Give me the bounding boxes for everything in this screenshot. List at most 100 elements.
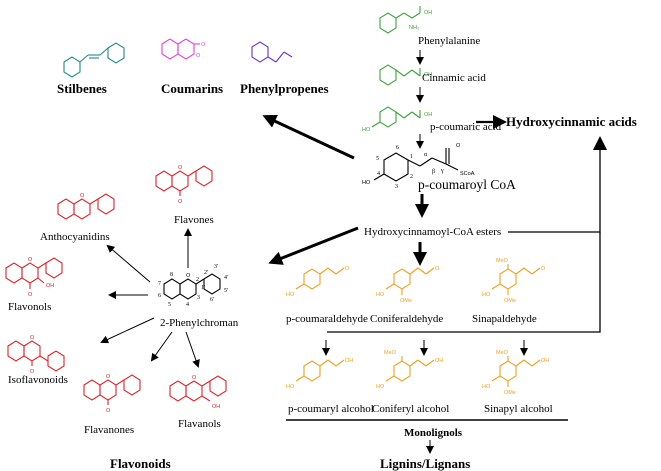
flavone-structure xyxy=(155,165,213,196)
p-coumaryl-alcohol-label: p-coumaryl alcohol xyxy=(288,403,374,415)
coa-carbonyl-o: O xyxy=(456,143,461,149)
sinapyl-ome: OMe xyxy=(504,390,516,396)
connector-esters-to-acids xyxy=(508,152,601,233)
chroman-num-5: 5 xyxy=(168,302,171,308)
phenylchroman-label: 2-Phenylchroman xyxy=(160,317,239,329)
flavonol-ring-o: O xyxy=(28,257,33,263)
flavonol-oh: OH xyxy=(46,283,54,289)
phenylchroman-structure xyxy=(163,273,221,300)
chroman-num-1p: 1' xyxy=(201,285,205,291)
coumarin-carbonyl-atom: O xyxy=(201,42,206,48)
flavonols-label: Flavonols xyxy=(8,301,51,313)
coa-num-1: 1 xyxy=(410,154,413,160)
coniferaldehyde-label: Coniferaldehyde xyxy=(370,313,443,325)
anthocyanidins-label: Anthocyanidins xyxy=(40,231,110,243)
anthocyanidin-o: O xyxy=(80,193,85,199)
sinapaldehyde-structure xyxy=(491,264,541,295)
coniferaldehyde-ome: OMe xyxy=(400,298,412,304)
chroman-num-3p: 3' xyxy=(214,264,218,270)
cinnamic-acid-label: Cinnamic acid xyxy=(422,72,486,84)
cinnamic-oh: OH xyxy=(424,72,432,78)
isoflavonoid-structure xyxy=(7,340,65,372)
chroman-num-2: 2 xyxy=(196,277,199,283)
flavanone-carbonyl-o: O xyxy=(106,408,111,414)
coumarins-label: Coumarins xyxy=(161,81,223,96)
flavanol-ring-o: O xyxy=(192,375,197,381)
chroman-num-4p: 4' xyxy=(224,275,228,281)
coniferyl-oh: OH xyxy=(435,358,443,364)
lignins-lignans-label: Lignins/Lignans xyxy=(380,456,470,471)
p-coumaryl-alcohol-structure xyxy=(295,359,345,382)
cinnamic-acid-structure xyxy=(379,64,421,86)
coa-alpha: α xyxy=(424,152,428,158)
arrow-coa-to-branches xyxy=(262,114,355,160)
sinapyl-oh: OH xyxy=(541,358,549,364)
chroman-num-3: 3 xyxy=(197,295,200,301)
flavonol-carbonyl-o: O xyxy=(28,292,33,298)
coniferyl-alcohol-label: Coniferyl alcohol xyxy=(372,403,449,415)
chroman-num-2p: 2' xyxy=(204,270,208,276)
coniferaldehyde-ho: HO xyxy=(376,292,385,298)
stilbene-structure xyxy=(63,42,125,78)
coa-scoa: SCoA xyxy=(460,171,475,177)
sinapyl-alcohol-label: Sinapyl alcohol xyxy=(484,403,553,415)
p-coumaraldehyde-structure xyxy=(295,267,345,290)
p-coumaric-ho: HO xyxy=(362,127,371,133)
isoflavonoid-ring-o: O xyxy=(30,335,35,341)
coniferyl-ho: HO xyxy=(376,384,385,390)
chroman-o: O xyxy=(186,273,191,279)
sinapaldehyde-o: O xyxy=(541,266,546,272)
sinapaldehyde-label: Sinapaldehyde xyxy=(472,313,537,325)
flavanols-label: Flavanols xyxy=(178,418,221,430)
hydroxycinnamic-acids-label: Hydroxycinnamic acids xyxy=(506,114,637,129)
p-coumaric-acid-structure xyxy=(371,106,421,128)
coa-gamma: γ xyxy=(440,168,444,174)
phenylalanine-structure xyxy=(379,6,421,34)
chroman-num-6: 6 xyxy=(158,293,161,299)
phenylpropenes-label: Phenylpropenes xyxy=(240,81,329,96)
monolignols-label: Monolignols xyxy=(404,427,463,439)
sinapyl-alcohol-structure xyxy=(491,356,541,387)
coniferaldehyde-o: O xyxy=(435,266,440,272)
coniferaldehyde-structure xyxy=(385,267,435,295)
coa-num-4: 4 xyxy=(377,171,380,177)
sinapyl-ho: HO xyxy=(482,384,491,390)
flavanol-oh: OH xyxy=(212,404,220,410)
flavanone-ring-o: O xyxy=(106,374,111,380)
connector-aldehydes-to-acids xyxy=(327,232,601,333)
sinapyl-meo: MeO xyxy=(496,350,509,356)
stilbenes-label: Stilbenes xyxy=(57,81,107,96)
p-coumaric-oh: OH xyxy=(424,112,432,118)
p-coumaraldehyde-o: O xyxy=(345,266,350,272)
sinapaldehyde-ome: OMe xyxy=(504,298,516,304)
coa-ho: HO xyxy=(362,180,371,186)
phenylalanine-nh2: NH₂ xyxy=(409,25,419,31)
sinapaldehyde-meo: MeO xyxy=(496,258,509,264)
coa-num-3: 3 xyxy=(395,184,398,190)
p-coumaraldehyde-ho: HO xyxy=(286,292,295,298)
phenylalanine-label: Phenylalanine xyxy=(418,35,480,47)
coumarin-structure xyxy=(161,38,200,60)
phenylpropene-structure xyxy=(251,41,293,63)
flavonoids-label: Flavonoids xyxy=(110,456,171,471)
p-coumaryl-ho: HO xyxy=(286,384,295,390)
coa-num-2: 2 xyxy=(410,174,413,180)
p-coumaryl-oh: OH xyxy=(345,358,353,364)
flavones-label: Flavones xyxy=(174,214,214,226)
coumarin-o-atom: O xyxy=(196,53,201,59)
chroman-num-8: 8 xyxy=(170,272,173,278)
isoflavonoid-carbonyl-o: O xyxy=(30,369,35,375)
chroman-num-5p: 5' xyxy=(224,288,228,294)
phenylalanine-oh: OH xyxy=(424,10,432,16)
flavone-carbonyl-o: O xyxy=(178,199,183,205)
flavone-ring-o: O xyxy=(178,165,183,171)
chroman-num-4: 4 xyxy=(186,302,189,308)
p-coumaroyl-coa-label: p-coumaroyl CoA xyxy=(418,177,516,192)
anthocyanidin-structure xyxy=(57,193,115,220)
flavanone-structure xyxy=(83,374,141,405)
p-coumaric-acid-label: p-coumaric acid xyxy=(430,121,502,133)
arrow-to-anthocyanidins xyxy=(106,244,151,283)
coa-beta: β xyxy=(432,169,435,175)
